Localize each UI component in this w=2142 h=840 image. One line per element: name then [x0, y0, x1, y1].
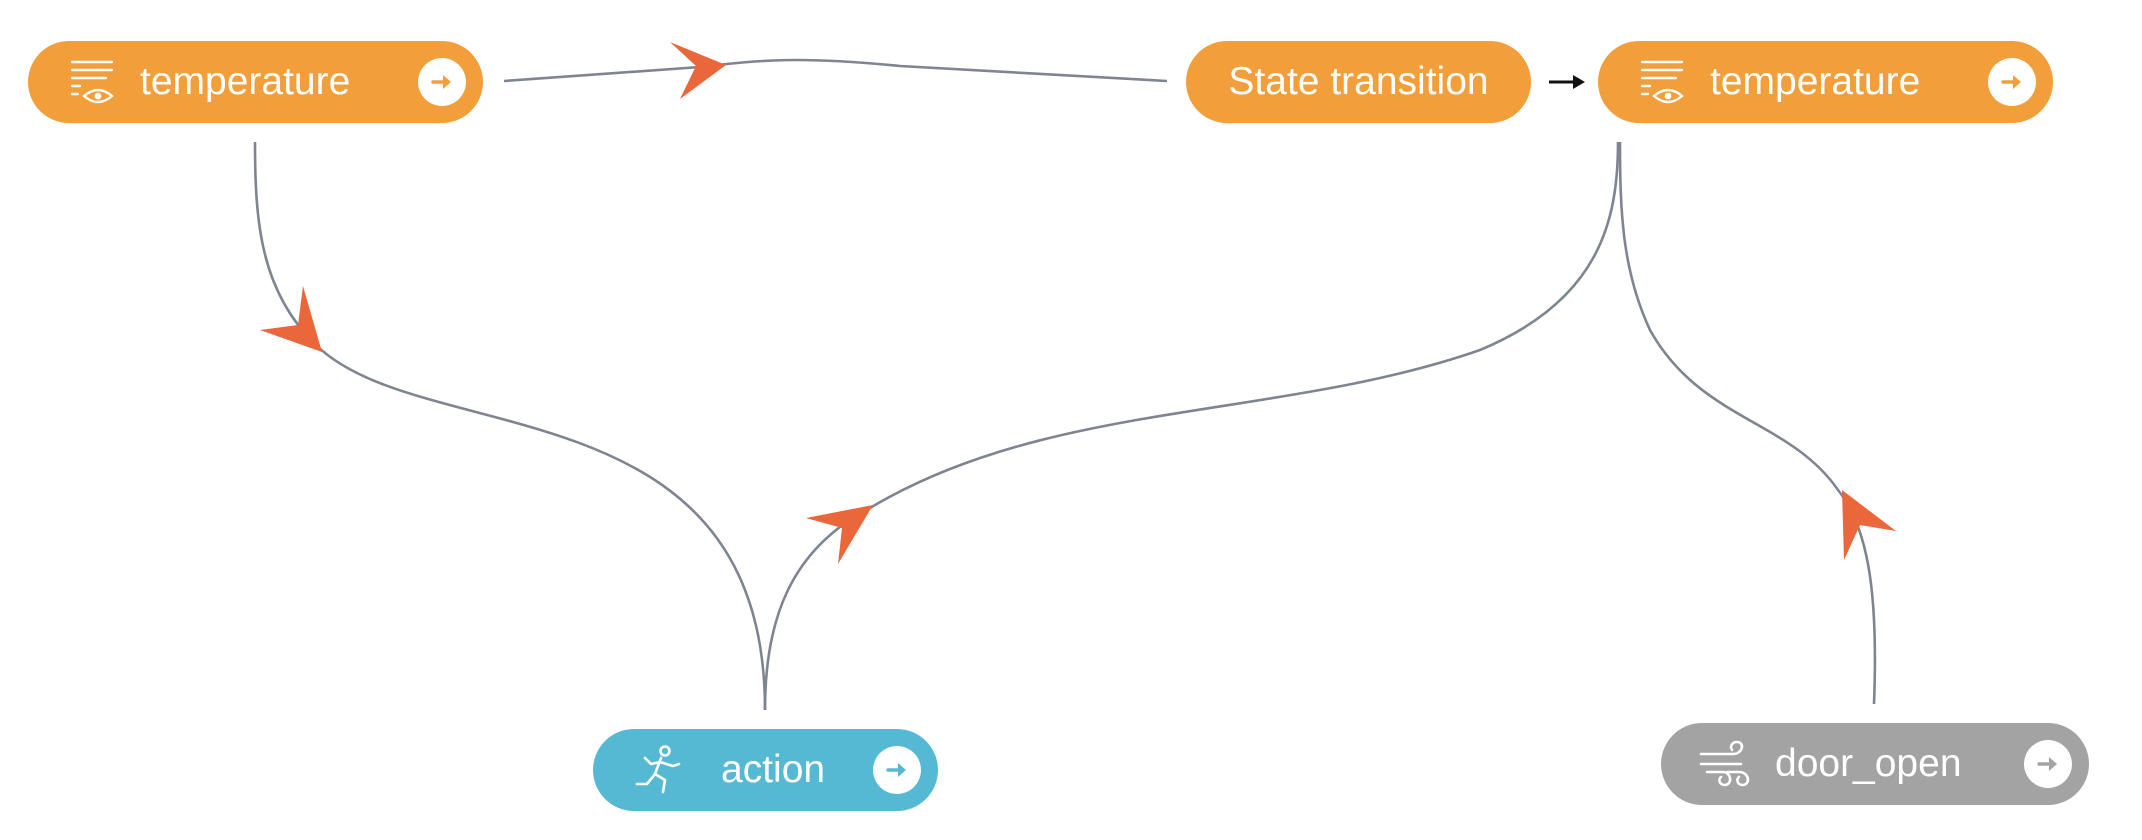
edge-temperature-to-state-transition: [503, 58, 1168, 83]
edge-arrowhead: [670, 42, 726, 99]
sensor-eye-icon: [66, 56, 118, 108]
arrow-right-circle-icon: [886, 763, 906, 777]
go-button[interactable]: [1988, 58, 2036, 106]
node-temperature-left[interactable]: temperature: [28, 41, 483, 123]
edge-arrowhead: [260, 286, 322, 352]
node-state-transition[interactable]: State transition: [1186, 41, 1531, 123]
edge-door-open-to-temperature-right: [1618, 141, 1877, 705]
edge-arrowhead: [1842, 490, 1896, 560]
node-label: door_open: [1775, 742, 1962, 785]
go-button[interactable]: [873, 746, 921, 794]
node-temperature-right[interactable]: temperature: [1598, 41, 2053, 123]
node-label: action: [721, 748, 826, 791]
wind-icon: [1697, 738, 1757, 790]
edge-arrowhead: [806, 505, 873, 564]
node-door-open[interactable]: door_open: [1661, 723, 2089, 805]
arrow-right-circle-icon: [2037, 757, 2057, 771]
node-label: temperature: [140, 60, 351, 103]
sensor-eye-icon: [1636, 56, 1688, 108]
edge-action-to-temperature-right: [763, 141, 1620, 711]
arrow-right-circle-icon: [2001, 75, 2021, 89]
node-label: State transition: [1228, 60, 1489, 103]
edge-action-to-temperature-left: [253, 141, 767, 711]
right-arrow-icon: [1549, 75, 1585, 89]
go-button[interactable]: [2024, 740, 2072, 788]
node-label: temperature: [1710, 60, 1921, 103]
arrow-right-circle-icon: [431, 75, 451, 89]
node-action[interactable]: action: [593, 729, 938, 811]
go-button[interactable]: [418, 58, 466, 106]
running-person-icon: [633, 744, 685, 796]
